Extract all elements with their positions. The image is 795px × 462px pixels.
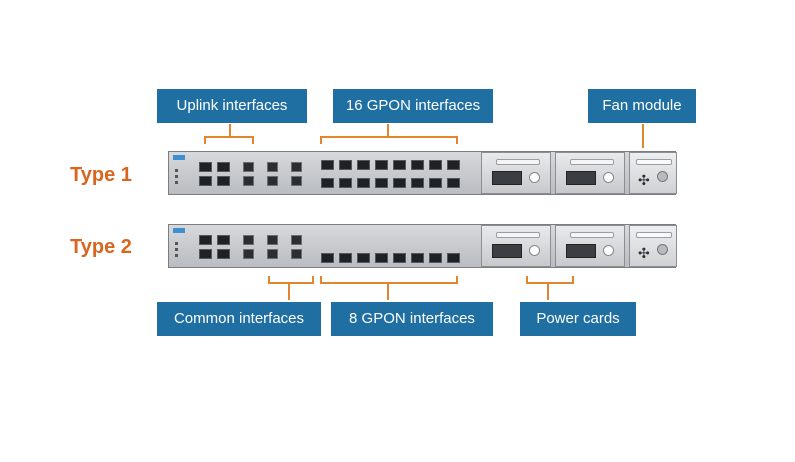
- gpon-port: [447, 178, 460, 188]
- fan-module: ✣: [629, 152, 677, 194]
- power-bracket: [526, 276, 574, 284]
- gpon16-bracket: [320, 136, 458, 144]
- uplink-rj45-port: [291, 235, 302, 245]
- gpon-port: [357, 160, 370, 170]
- fan-screw: [657, 244, 668, 255]
- uplink-interfaces-callout: Uplink interfaces: [157, 89, 307, 123]
- uplink-rj45-port: [291, 176, 302, 186]
- type1-chassis: ✣: [168, 151, 677, 195]
- uplink-sfp-port: [199, 162, 212, 172]
- uplink-sfp-port: [199, 249, 212, 259]
- uplink-bracket: [204, 136, 254, 144]
- common-bracket: [268, 276, 314, 284]
- uplink-sfp-port: [217, 162, 230, 172]
- power-card-handle: [496, 232, 540, 238]
- power-connector: [492, 171, 522, 185]
- gpon-port: [393, 253, 406, 263]
- uplink-sfp-port: [217, 235, 230, 245]
- status-leds: [175, 166, 193, 186]
- fan-icon: ✣: [638, 173, 650, 189]
- gpon-port: [321, 253, 334, 263]
- common-bracket-stem: [288, 284, 290, 300]
- uplink-rj45-port: [291, 162, 302, 172]
- gpon-port: [321, 178, 334, 188]
- uplink-bracket-stem: [229, 124, 231, 136]
- uplink-rj45-port: [243, 176, 254, 186]
- type2-label: Type 2: [70, 236, 132, 258]
- fan-module: ✣: [629, 225, 677, 267]
- brand-badge: [173, 155, 185, 160]
- gpon16-bracket-stem: [387, 124, 389, 136]
- fan-module-callout: Fan module: [588, 89, 696, 123]
- uplink-rj45-port: [243, 235, 254, 245]
- gpon-port: [429, 253, 442, 263]
- uplink-rj45-port: [243, 249, 254, 259]
- fan-bracket-stem: [642, 124, 644, 148]
- uplink-rj45-port: [267, 162, 278, 172]
- power-led: [603, 245, 614, 256]
- type2-chassis: ✣: [168, 224, 677, 268]
- gpon-port: [375, 160, 388, 170]
- power-cards-callout: Power cards: [520, 302, 636, 336]
- fan-handle: [636, 159, 672, 165]
- power-led: [529, 172, 540, 183]
- power-card: [481, 225, 551, 267]
- uplink-sfp-port: [217, 249, 230, 259]
- uplink-sfp-port: [217, 176, 230, 186]
- power-led: [529, 245, 540, 256]
- gpon-port: [339, 160, 352, 170]
- fan-icon: ✣: [638, 246, 650, 262]
- gpon8-interfaces-callout: 8 GPON interfaces: [331, 302, 493, 336]
- power-card-handle: [496, 159, 540, 165]
- common-interfaces-callout: Common interfaces: [157, 302, 321, 336]
- gpon8-bracket: [320, 276, 458, 284]
- power-card: [481, 152, 551, 194]
- power-connector: [492, 244, 522, 258]
- power-led: [603, 172, 614, 183]
- power-connector: [566, 244, 596, 258]
- uplink-sfp-port: [199, 235, 212, 245]
- gpon-port: [321, 160, 334, 170]
- power-connector: [566, 171, 596, 185]
- gpon-port: [339, 253, 352, 263]
- power-card-handle: [570, 159, 614, 165]
- gpon-port: [393, 160, 406, 170]
- gpon-port: [411, 253, 424, 263]
- uplink-rj45-port: [243, 162, 254, 172]
- gpon-port: [393, 178, 406, 188]
- gpon8-bracket-stem: [387, 284, 389, 300]
- power-card: [555, 225, 625, 267]
- gpon-port: [375, 178, 388, 188]
- gpon-port: [357, 253, 370, 263]
- gpon-port: [429, 160, 442, 170]
- brand-badge: [173, 228, 185, 233]
- uplink-sfp-port: [199, 176, 212, 186]
- uplink-rj45-port: [267, 235, 278, 245]
- status-leds: [175, 239, 193, 259]
- gpon-port: [411, 160, 424, 170]
- gpon-port: [429, 178, 442, 188]
- uplink-rj45-port: [267, 249, 278, 259]
- gpon16-interfaces-callout: 16 GPON interfaces: [333, 89, 493, 123]
- gpon-port: [357, 178, 370, 188]
- power-card-handle: [570, 232, 614, 238]
- power-card: [555, 152, 625, 194]
- fan-handle: [636, 232, 672, 238]
- gpon-port: [447, 160, 460, 170]
- gpon-port: [339, 178, 352, 188]
- power-bracket-stem: [547, 284, 549, 300]
- fan-screw: [657, 171, 668, 182]
- uplink-rj45-port: [267, 176, 278, 186]
- type1-label: Type 1: [70, 164, 132, 186]
- gpon-port: [411, 178, 424, 188]
- gpon-port: [447, 253, 460, 263]
- uplink-rj45-port: [291, 249, 302, 259]
- gpon-port: [375, 253, 388, 263]
